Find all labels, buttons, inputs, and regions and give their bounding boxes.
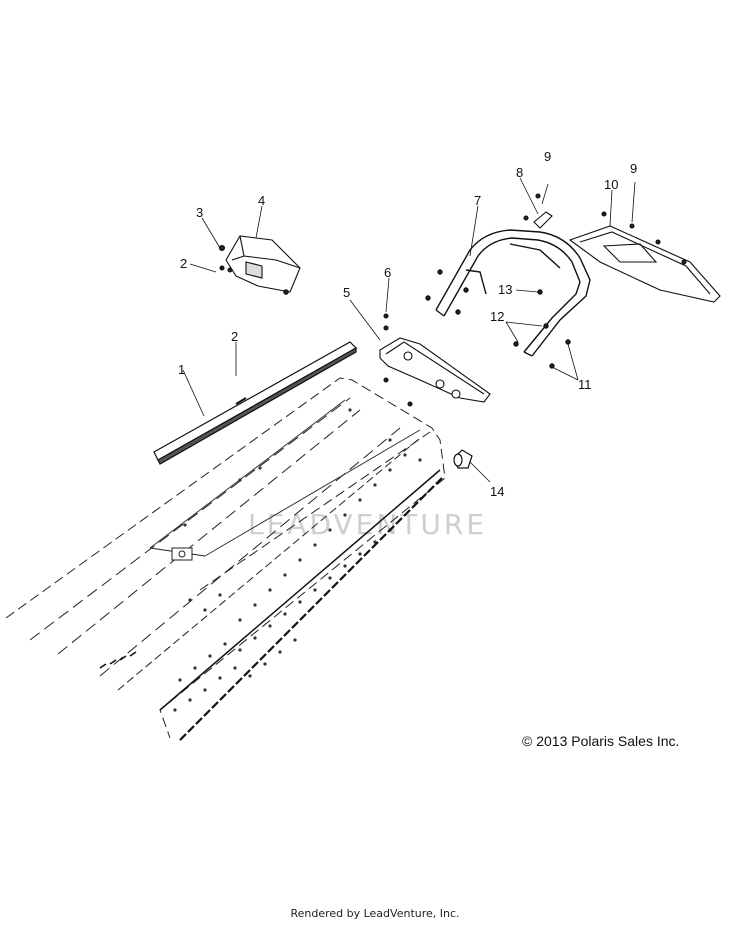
callout-1: 1: [178, 362, 185, 377]
copyright-text: © 2013 Polaris Sales Inc.: [522, 733, 680, 749]
part-4-bracket: [218, 235, 301, 295]
callout-9-left: 9: [544, 149, 551, 164]
callout-10: 10: [604, 177, 618, 192]
board-holes: [173, 408, 422, 712]
callout-2-lower: 2: [231, 329, 238, 344]
callout-2-upper: 2: [180, 256, 187, 271]
rendered-by-footer: Rendered by LeadVenture, Inc.: [290, 907, 460, 920]
callouts: 1 2 2 3 4 5 6 7 8 9 9 10 11 12 13 14: [178, 149, 637, 499]
callout-3: 3: [196, 205, 203, 220]
callout-12: 12: [490, 309, 504, 324]
part-8-bracket: [523, 193, 553, 229]
callout-5: 5: [343, 285, 350, 300]
part-7-bumper: [425, 229, 591, 369]
callout-8: 8: [516, 165, 523, 180]
callout-7: 7: [474, 193, 481, 208]
callout-6: 6: [384, 265, 391, 280]
leader-lines: [182, 177, 636, 483]
part-1-rail: [153, 341, 357, 465]
part-5-plate: [379, 313, 491, 407]
callout-9-right: 9: [630, 161, 637, 176]
callout-11: 11: [578, 377, 592, 392]
callout-14: 14: [490, 484, 504, 499]
callout-13: 13: [498, 282, 512, 297]
part-14-cap: [453, 449, 473, 469]
callout-4: 4: [258, 193, 265, 208]
watermark-text: LEADVENTURE: [248, 508, 487, 541]
part-10-flap: [568, 211, 721, 303]
traction-edge: [99, 477, 443, 741]
running-board: [5, 377, 446, 739]
